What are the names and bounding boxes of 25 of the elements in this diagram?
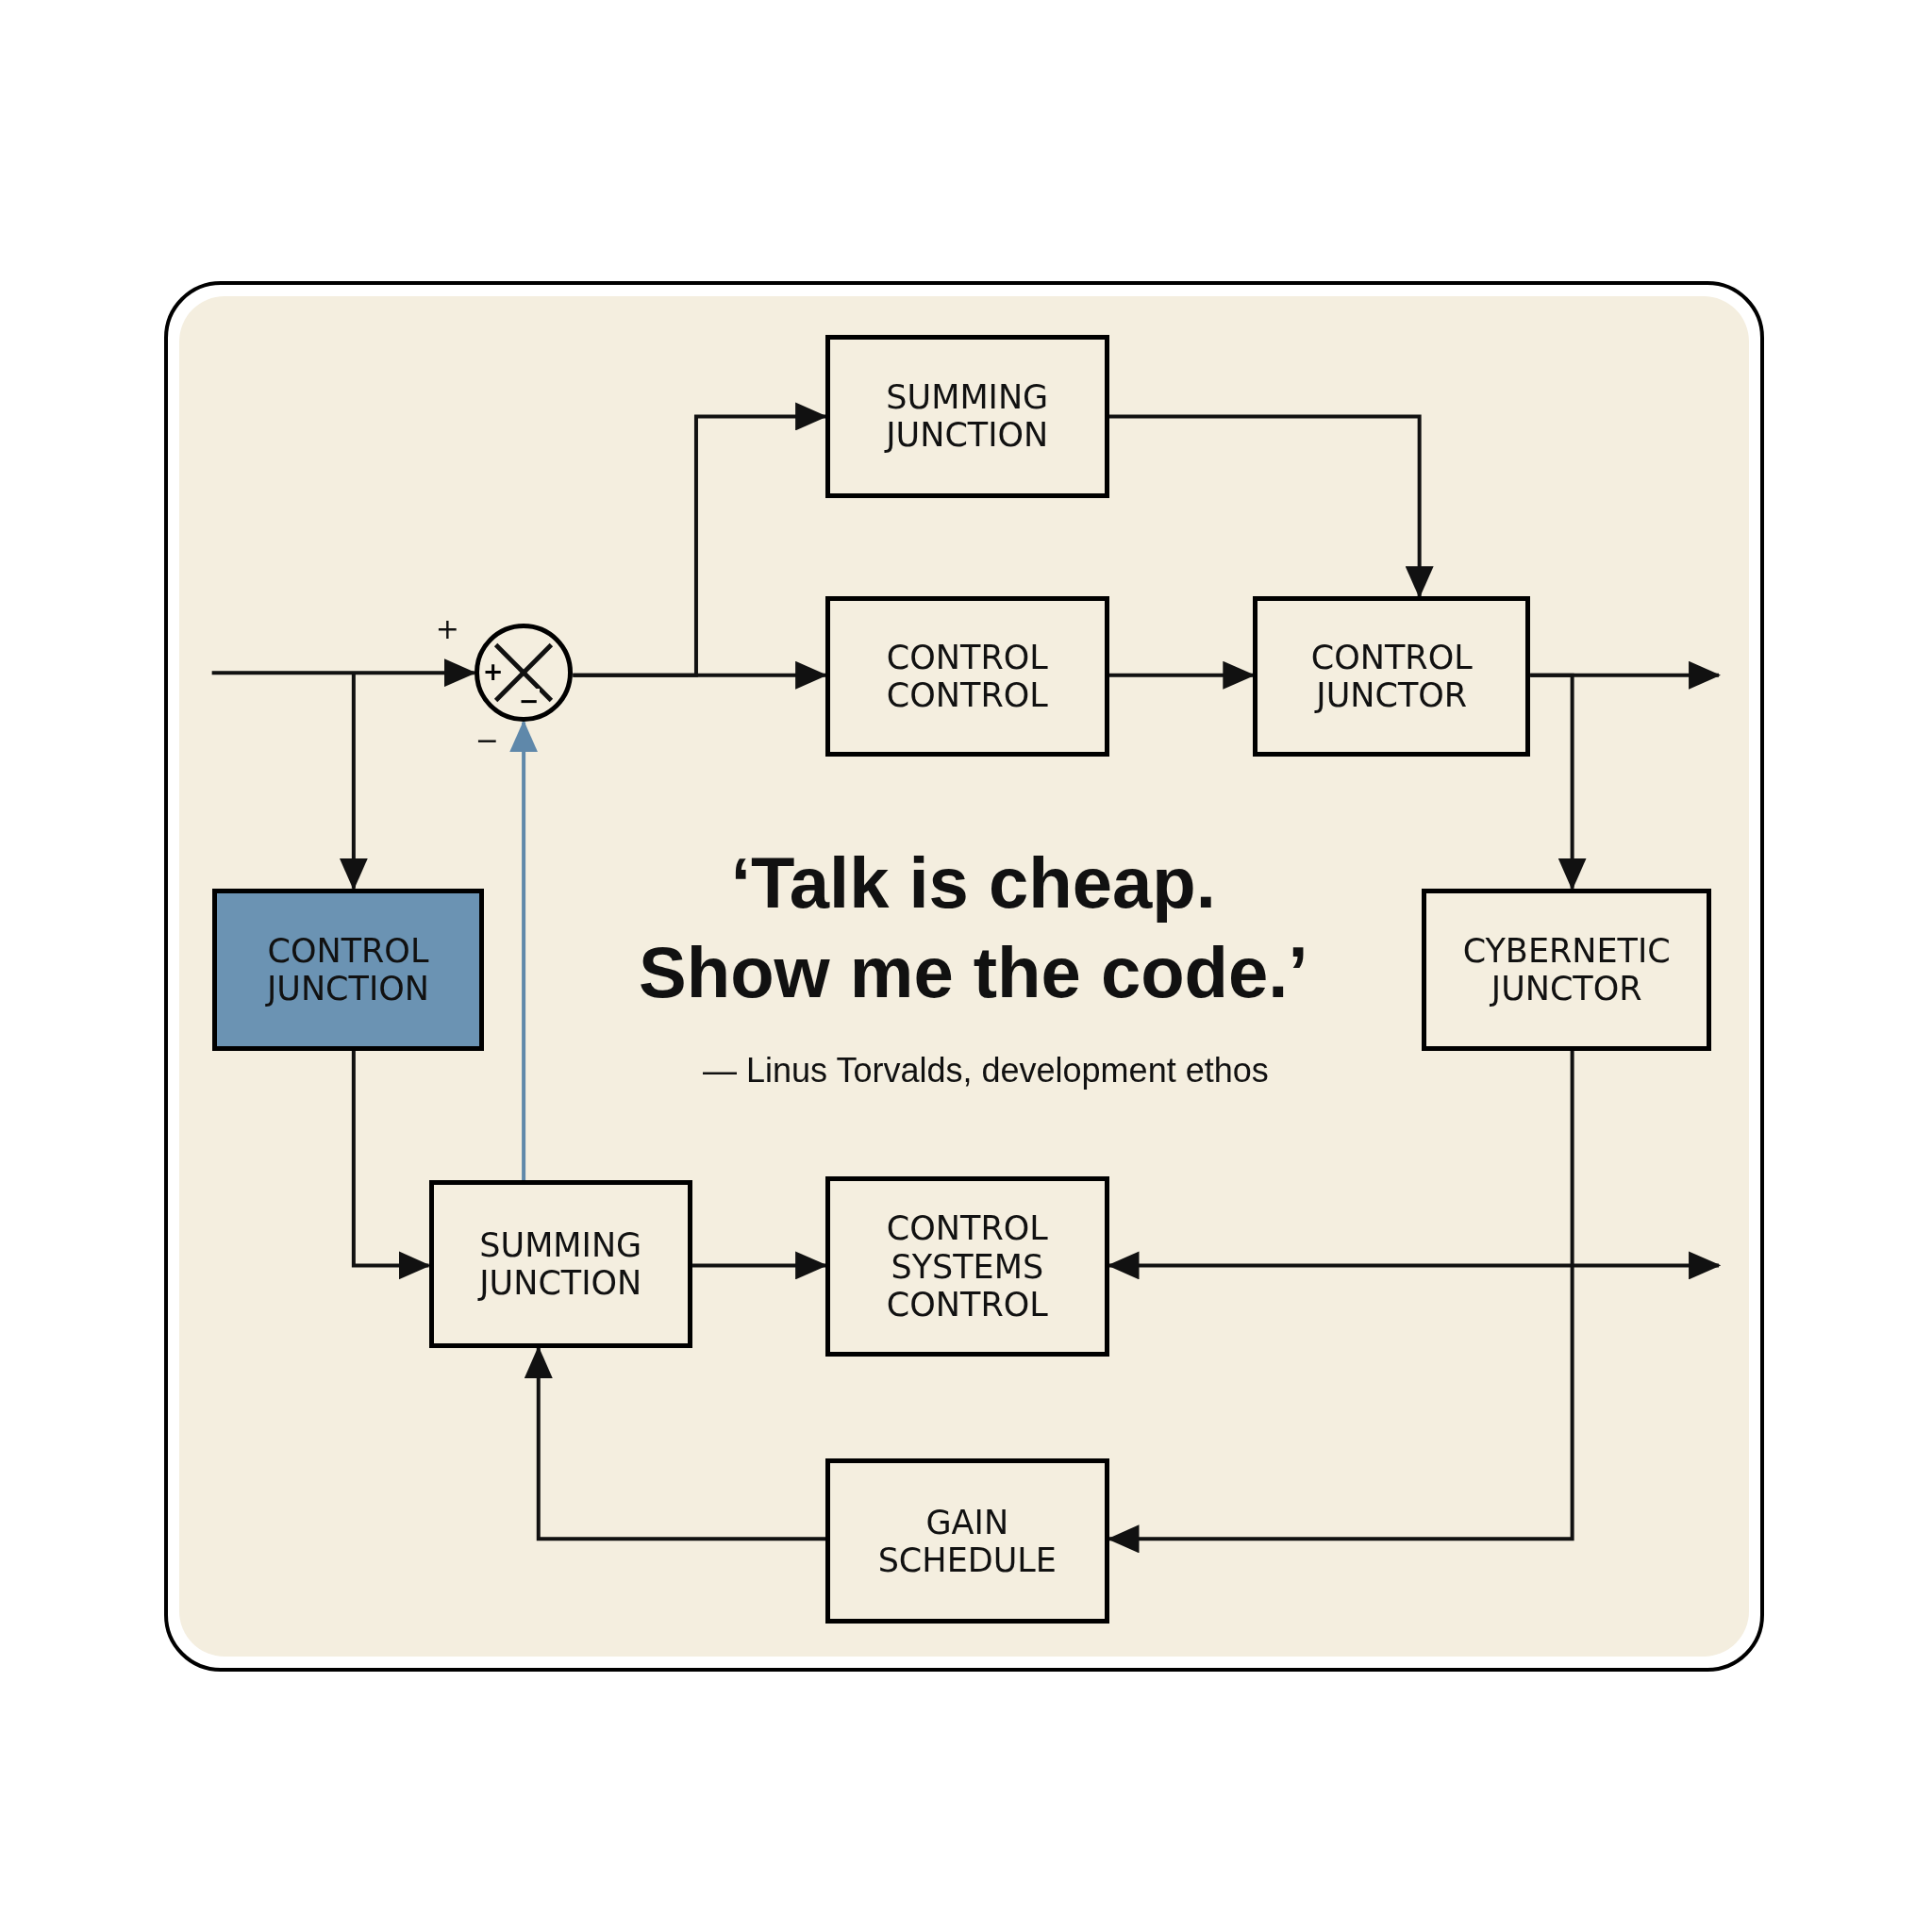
box-label: CONTROL CONTROL <box>885 638 1049 715</box>
box-label: CONTROL JUNCTION <box>264 931 430 1008</box>
arrow <box>211 658 476 688</box>
sign-label: + <box>435 614 459 643</box>
arrow <box>339 673 368 891</box>
box-label: SUMMING JUNCTION <box>476 1225 643 1303</box>
process-box <box>1422 888 1712 1052</box>
arrow <box>509 720 539 1181</box>
process-box <box>825 1176 1109 1357</box>
box-label: CONTROL SYSTEMS CONTROL <box>885 1209 1049 1324</box>
attribution-text: — Linus Torvalds, development ethos <box>702 1049 1270 1091</box>
process-box <box>825 596 1109 757</box>
process-box <box>825 1458 1109 1624</box>
process-box <box>211 888 485 1052</box>
box-label: GAIN SCHEDULE <box>876 1503 1058 1580</box>
process-box <box>428 1180 692 1348</box>
box-label: CYBERNETIC JUNCTOR <box>1461 931 1672 1008</box>
process-box <box>1253 596 1531 757</box>
arrow <box>1530 673 1587 891</box>
box-label: SUMMING JUNCTION <box>883 378 1050 455</box>
sign-label: − <box>475 726 499 756</box>
arrow <box>351 1051 431 1280</box>
quote-text: ‘Talk is cheap. Show me the code.’ <box>638 841 1309 1015</box>
box-label: CONTROL JUNCTOR <box>1309 638 1474 715</box>
process-box <box>825 335 1109 498</box>
